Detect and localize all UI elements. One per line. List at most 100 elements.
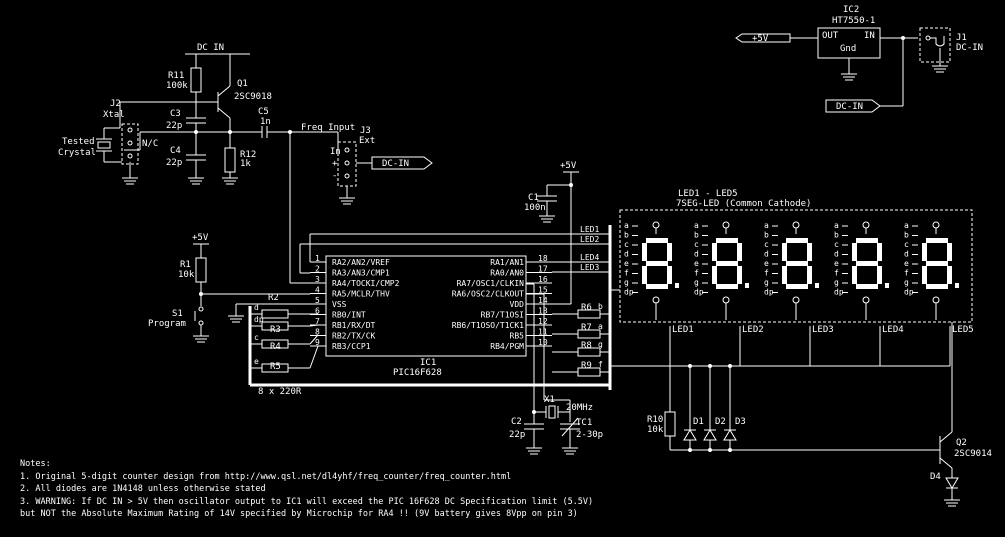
j3-ext-connector: J3 Ext In + - DC-IN xyxy=(330,126,433,205)
ic2-label: IC2 xyxy=(843,5,859,15)
led-name-label: LED4 xyxy=(882,325,904,335)
r1-resistor xyxy=(195,257,207,283)
led-bus-label: LED2 xyxy=(580,235,599,244)
ic1-part: PIC16F628 xyxy=(393,368,442,378)
ic1-pin-number: 18 xyxy=(538,254,548,263)
x1-value: 20MHz xyxy=(566,403,593,413)
left-bus-letter: dp xyxy=(254,315,264,324)
left-bus-letter: e xyxy=(254,357,259,366)
segment-letter: d xyxy=(694,250,699,259)
led-title: LED1 - LED5 xyxy=(678,189,738,199)
j2-sub-label: Xtal xyxy=(103,110,125,120)
ic1-pin-number: 17 xyxy=(538,265,548,274)
r5-label: R5 xyxy=(270,362,281,372)
reset-section: +5V R1 10k S1 Program R2 xyxy=(148,233,310,343)
led-digits: abcdefgdpLED1abcdefgdpLED2abcdefgdpLED3a… xyxy=(610,221,974,366)
segment-letter: c xyxy=(694,240,699,249)
j3-plus-label: + xyxy=(332,159,338,169)
segment-letter: b xyxy=(904,231,909,240)
j2-connector xyxy=(121,123,139,165)
segment-letter: c xyxy=(764,240,769,249)
ic1-pin-number: 6 xyxy=(315,307,320,316)
segment-letter: d xyxy=(764,250,769,259)
led-name-label: LED1 xyxy=(672,325,694,335)
ic1-pin-number: 14 xyxy=(538,296,548,305)
d2-label: D2 xyxy=(715,417,726,427)
c2-label: C2 xyxy=(511,417,522,427)
freq-input-label: Freq Input xyxy=(301,123,355,133)
diodes xyxy=(683,364,737,452)
diode xyxy=(723,429,737,441)
ic1-pin-name: RA3/AN3/CMP1 xyxy=(332,269,390,278)
ic2-gnd-label: Gnd xyxy=(840,44,856,54)
clock-section: X1 20MHz C2 22p TC1 2-30p xyxy=(509,283,603,455)
ic1-pin-name: RB6/T1OSO/T1CK1 xyxy=(452,321,524,330)
ic2-in-label: IN xyxy=(864,31,875,41)
ic1-pin-number: 3 xyxy=(315,275,320,284)
segment-letter: d xyxy=(904,250,909,259)
ic1-pin-name: RA7/OSC1/CLKIN xyxy=(457,279,525,288)
c1-value: 100n xyxy=(524,203,546,213)
tested-label: Tested xyxy=(62,137,95,147)
segment-letter: b xyxy=(694,231,699,240)
driver-section: R10 10k D1 D2 D3 Q2 2SC9014 D4 xyxy=(610,322,992,507)
r12-value: 1k xyxy=(240,159,251,169)
r10-value: 10k xyxy=(647,425,664,435)
ic1-pin-name: RB2/TX/CK xyxy=(332,332,376,341)
r1-value: 10k xyxy=(178,270,195,280)
ic2-part: HT7550-1 xyxy=(832,16,875,26)
ic1-pin-name: RB1/RX/DT xyxy=(332,321,376,330)
ic1-pin-number: 4 xyxy=(315,286,320,295)
ic1-pin-number: 5 xyxy=(315,296,320,305)
ic1-pin-name: RA5/MCLR/THV xyxy=(332,290,390,299)
dc-in-flag-ic2-label: DC-IN xyxy=(836,102,863,112)
q2-value: 2SC9014 xyxy=(954,449,992,459)
segment-letter: e xyxy=(834,259,839,268)
dc-in-flag-ic2 xyxy=(825,99,881,113)
note-line: 2. All diodes are 1N4148 unless otherwis… xyxy=(20,484,266,494)
c5-value: 1n xyxy=(260,117,271,127)
r6-label: R6 xyxy=(581,303,592,313)
left-bus-letter: d xyxy=(254,303,259,312)
ic1-pin-name: RB5 xyxy=(510,332,525,341)
segment-letter: d xyxy=(834,250,839,259)
s1-sub-label: Program xyxy=(148,319,186,329)
r7-label: R7 xyxy=(581,323,592,333)
segment-letter: e xyxy=(904,259,909,268)
right-bus-letter: f xyxy=(598,360,603,369)
segment-letter: g xyxy=(834,278,839,287)
left-resistor xyxy=(261,309,289,319)
segment-letter: dp xyxy=(904,288,914,297)
dc-in-flag-j3-label: DC-IN xyxy=(382,159,409,169)
ic1-pin-number: 8 xyxy=(315,328,320,337)
ic2-out-label: OUT xyxy=(822,31,839,41)
led-bus-label: LED1 xyxy=(580,225,599,234)
plus5v-flag xyxy=(735,33,791,43)
j3-in-label: In xyxy=(330,147,341,157)
segment-letter: dp xyxy=(694,288,704,297)
d4-label: D4 xyxy=(930,472,941,482)
right-bus-letter: b xyxy=(598,302,603,311)
led-bus-label: LED4 xyxy=(580,253,599,262)
note-line: 1. Original 5-digit counter design from … xyxy=(20,471,512,482)
c3-label: C3 xyxy=(170,109,181,119)
diode xyxy=(703,429,717,441)
x1-label: X1 xyxy=(544,395,555,405)
r2-label: R2 xyxy=(268,293,279,303)
ground-symbols-osc xyxy=(122,177,238,185)
segment-letter: e xyxy=(694,259,699,268)
note-line: 3. WARNING: If DC IN > 5V then oscillato… xyxy=(20,496,594,507)
j3-label: J3 xyxy=(360,126,371,136)
r4-label: R4 xyxy=(270,342,281,352)
segment-letter: dp xyxy=(764,288,774,297)
led-name-label: LED5 xyxy=(952,325,974,335)
power-supply-section: +5V IC2 HT7550-1 OUT IN Gnd DC-IN J1 DC-… xyxy=(735,5,983,113)
d1-label: D1 xyxy=(693,417,704,427)
j3-sub-label: Ext xyxy=(359,136,375,146)
ic1-pin-number: 1 xyxy=(315,254,320,263)
j3-minus-label: - xyxy=(332,171,337,181)
